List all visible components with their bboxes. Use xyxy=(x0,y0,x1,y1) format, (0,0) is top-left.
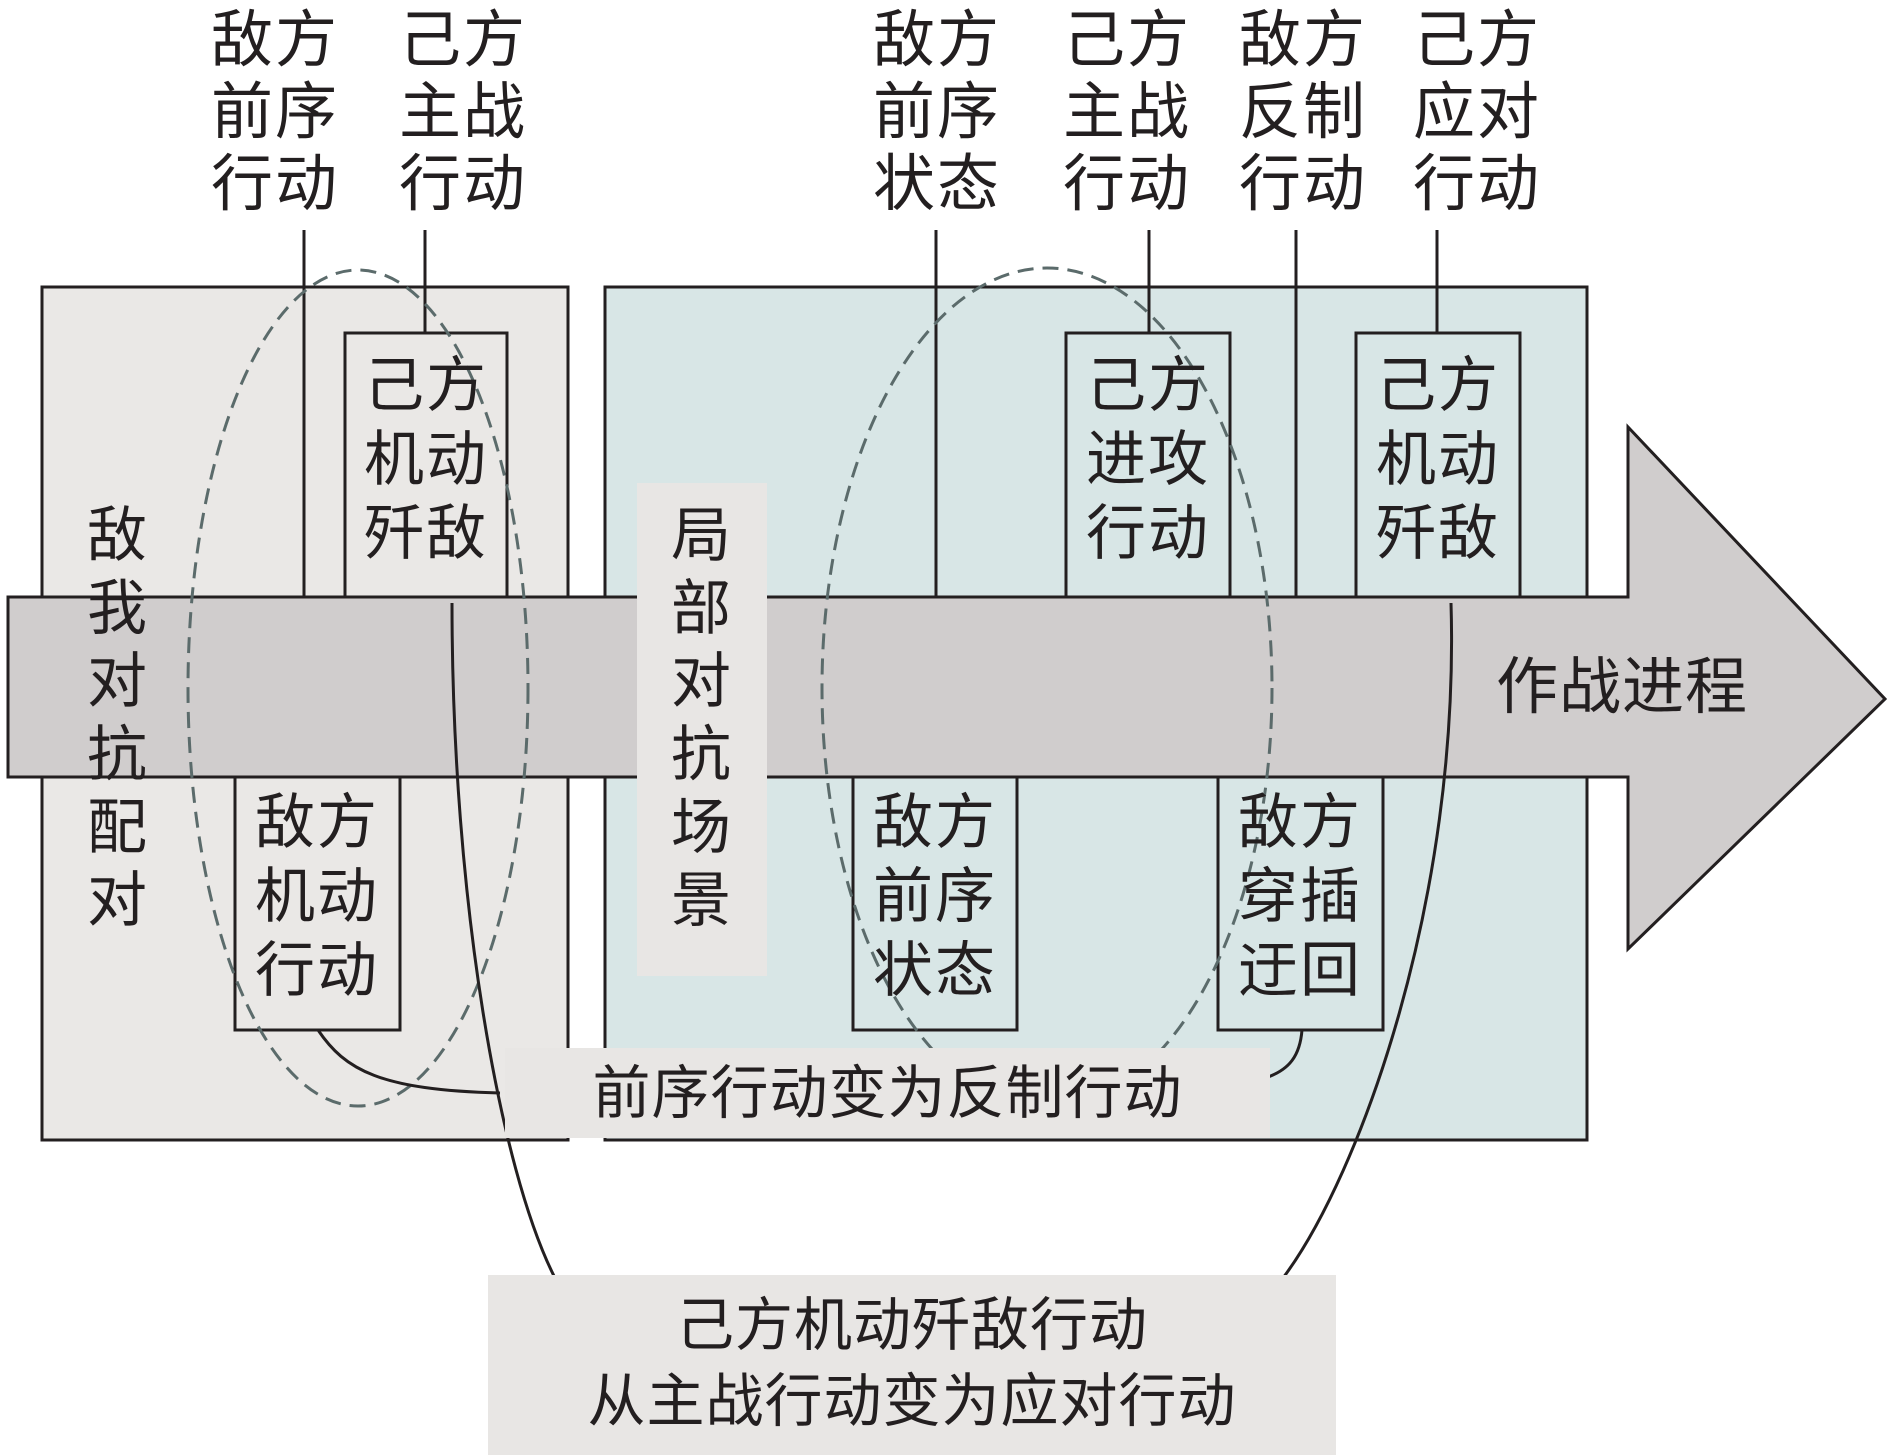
bottom-annotation-bg xyxy=(488,1275,1336,1455)
box-label-self-maneuver-1: 己方 机动 歼敌 xyxy=(364,351,488,569)
box-enemy-maneuver xyxy=(233,775,402,1032)
mid-annotation-bg xyxy=(505,1048,1270,1138)
dashed-ellipse-right xyxy=(820,266,1274,1110)
box-enemy-infiltrate xyxy=(1216,775,1385,1032)
left-panel-label: 敌 我 对 抗 配 对 xyxy=(87,501,149,936)
box-label-enemy-maneuver: 敌方 机动 行动 xyxy=(255,788,379,1006)
dashed-ellipse-left xyxy=(186,268,530,1108)
box-self-attack xyxy=(1064,331,1232,599)
middle-label: 局 部 对 抗 场 景 xyxy=(671,501,733,936)
mid-annotation: 前序行动变为反制行动 xyxy=(592,1059,1183,1127)
top-label-self-main-action-2: 己方 主战 行动 xyxy=(1062,3,1191,220)
arrow-label: 作战进程 xyxy=(1496,650,1749,723)
box-self-maneuver-2 xyxy=(1354,331,1522,599)
top-label-enemy-pre-action: 敌方 前序 行动 xyxy=(210,3,339,220)
box-label-self-maneuver-2: 己方 机动 歼敌 xyxy=(1376,351,1500,569)
curve-to-mid-annotation-right xyxy=(1264,1029,1304,1080)
big-arc xyxy=(450,602,557,1279)
curve-to-mid-annotation xyxy=(316,1029,501,1095)
top-label-enemy-pre-state: 敌方 前序 状态 xyxy=(872,3,1001,220)
middle-label-bg xyxy=(637,483,767,976)
big-arc-right xyxy=(1281,602,1454,1279)
bottom-annotation: 己方机动歼敌行动 从主战行动变为应对行动 xyxy=(587,1291,1237,1435)
box-label-self-attack: 己方 进攻 行动 xyxy=(1086,351,1210,569)
box-label-enemy-infiltrate: 敌方 穿插 迂回 xyxy=(1238,788,1362,1006)
box-enemy-pre-state xyxy=(851,775,1019,1032)
top-label-enemy-counter-action: 敌方 反制 行动 xyxy=(1238,3,1367,220)
top-label-self-main-action: 己方 主战 行动 xyxy=(398,3,527,220)
top-label-self-response-action: 己方 应对 行动 xyxy=(1412,3,1541,220)
box-label-enemy-pre-state: 敌方 前序 状态 xyxy=(873,788,997,1006)
